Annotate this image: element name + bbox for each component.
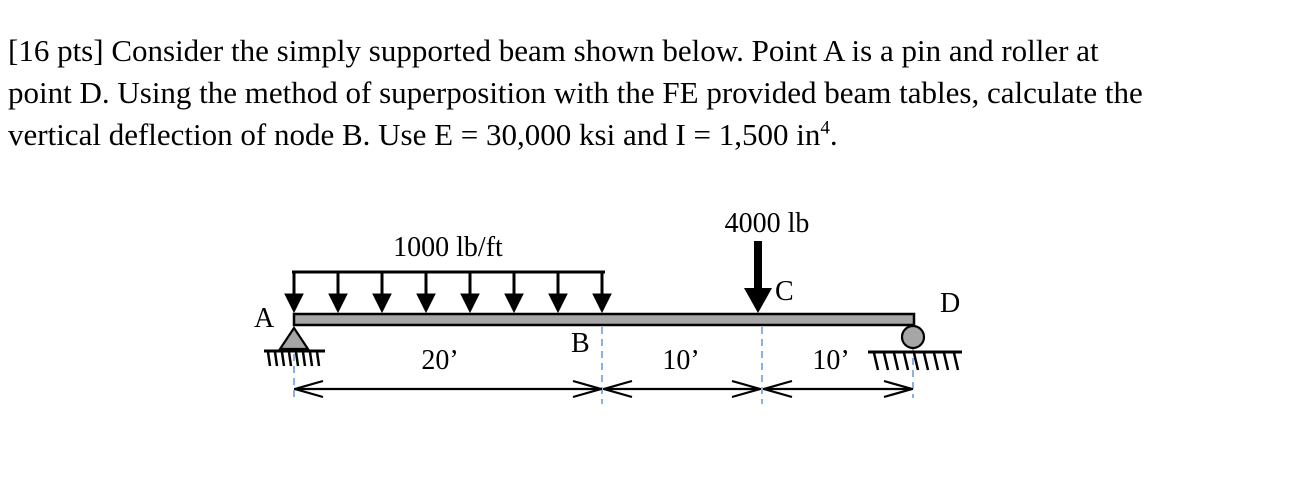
node-label-a: A [254,303,275,334]
udl-arrows [284,272,612,314]
down-arrow-icon [416,272,436,314]
distributed-load: 1000 lb/ft [284,232,612,314]
dimension-label-ab: 20’ [421,345,458,376]
down-arrow-icon [460,272,480,314]
dimension-label-cd: 10’ [812,345,849,376]
distributed-load-label: 1000 lb/ft [393,232,503,263]
down-arrow-icon [744,288,772,313]
beam [292,312,916,327]
problem-statement: [16 pts] Consider the simply supported b… [8,30,1298,156]
pin-support-icon [264,326,325,367]
point-load-label: 4000 lb [725,208,810,239]
down-arrow-icon [548,272,568,314]
down-arrow-icon [372,272,392,314]
problem-line-3: vertical deflection of node B. Use E = 3… [8,114,1298,156]
dimension-label-bc: 10’ [662,345,699,376]
node-label-c: C [775,276,794,307]
down-arrow-icon [284,272,304,314]
point-load-shaft [754,241,762,291]
problem-line-1: [16 pts] Consider the simply supported b… [8,33,1099,68]
down-arrow-icon [504,272,524,314]
down-arrow-icon [592,272,612,314]
period: . [829,117,838,152]
problem-line-3-text: vertical deflection of node B. Use E = 3… [8,117,821,152]
node-label-b: B [571,328,590,359]
point-load: 4000 lb [725,208,810,313]
problem-line-2: point D. Using the method of superpositi… [8,75,1143,110]
exponent: 4 [820,117,830,139]
roller-support-icon [868,324,962,371]
down-arrow-icon [328,272,348,314]
node-label-d: D [940,288,960,319]
